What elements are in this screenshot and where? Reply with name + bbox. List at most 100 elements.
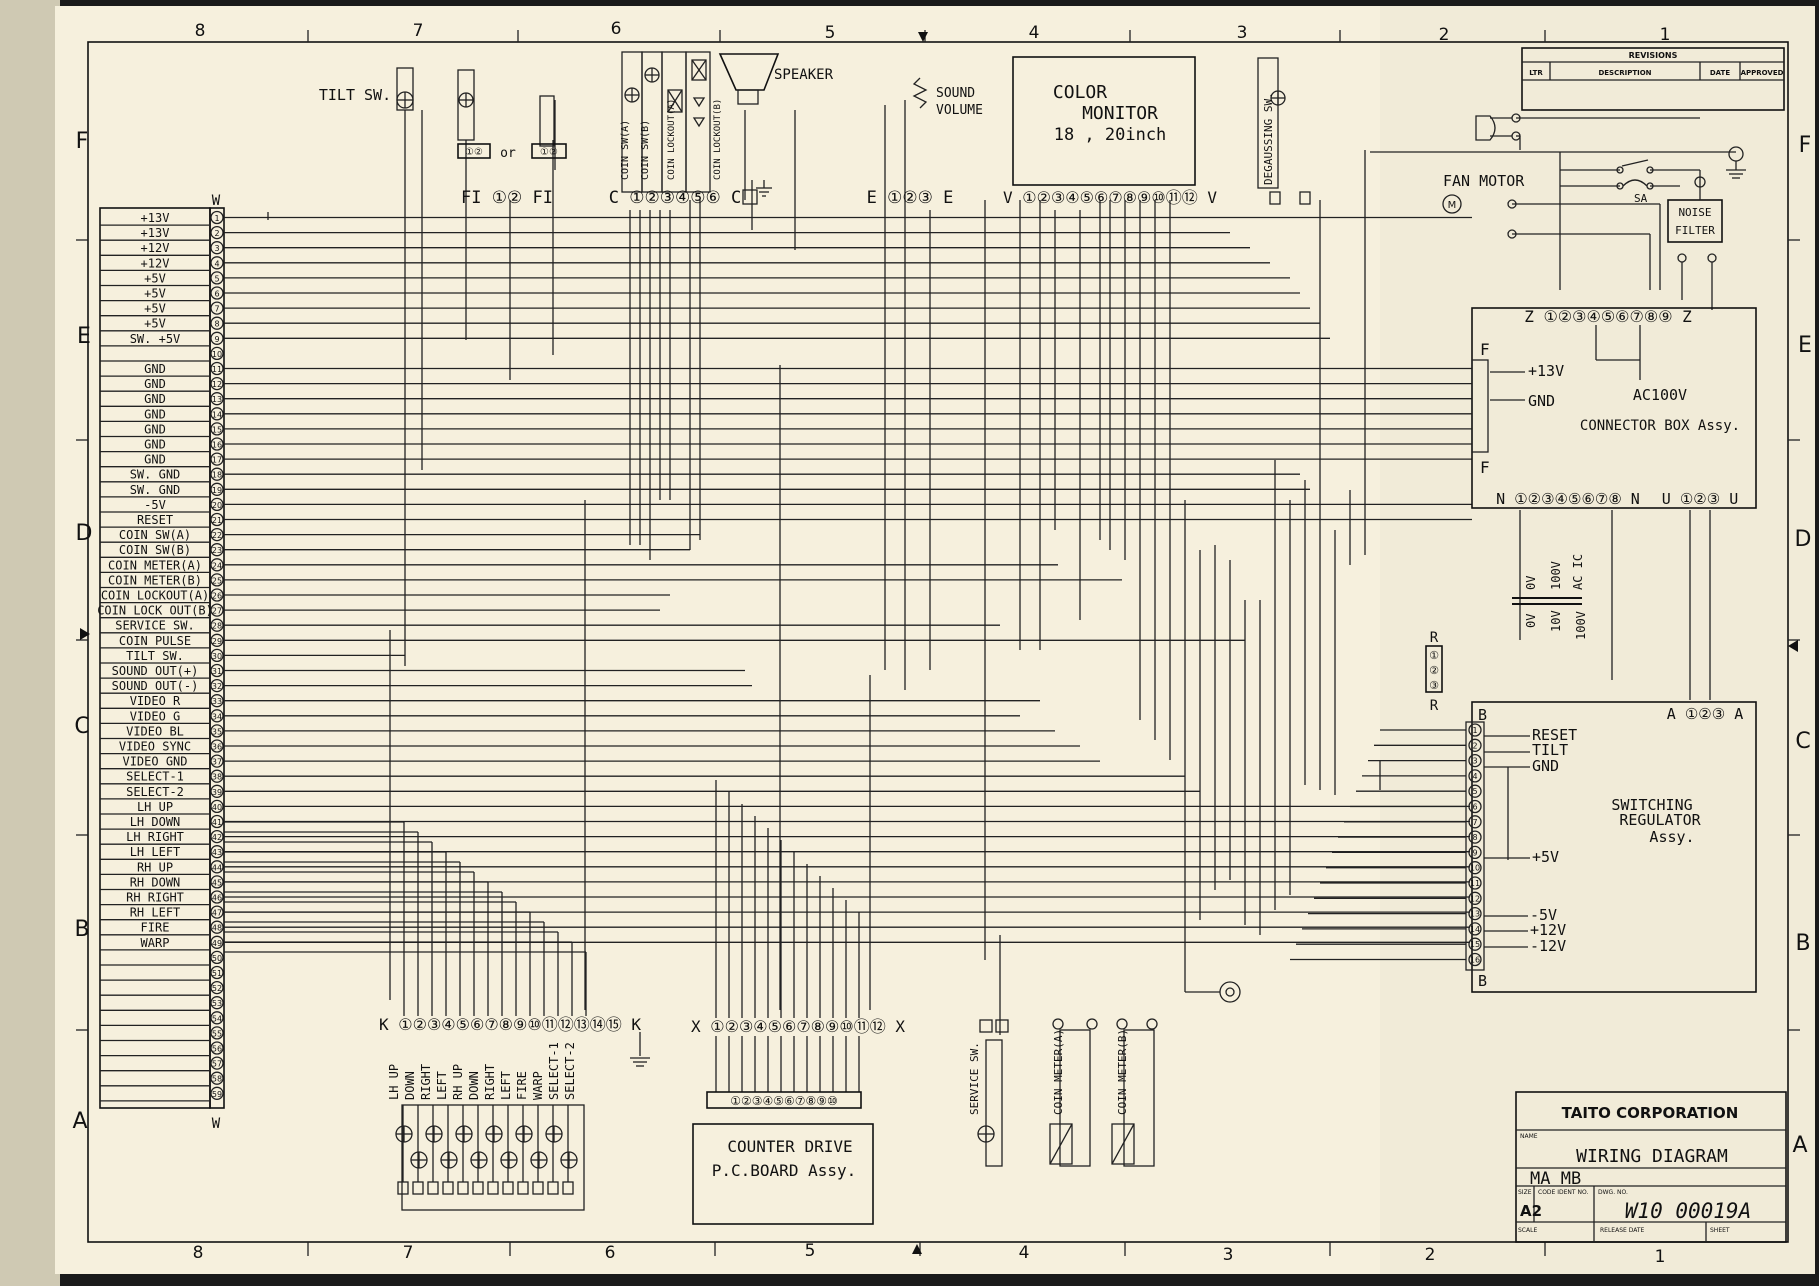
k-control-label: WARP xyxy=(531,1071,545,1100)
right-power-wires xyxy=(1370,117,1736,310)
w-pin xyxy=(210,392,224,406)
coin-meter-a: COIN METER(A) xyxy=(1049,1018,1098,1167)
col-top-2: 2 xyxy=(1439,25,1450,45)
sr-pin-number: 6 xyxy=(1472,803,1477,812)
w-pin xyxy=(210,603,224,617)
f-letter-bottom: F xyxy=(1480,458,1490,477)
fan-motor-label: FAN MOTOR xyxy=(1443,172,1525,190)
w-pin-label: SW. GND xyxy=(130,483,181,497)
w-pin xyxy=(210,1026,224,1040)
center-arrow-top xyxy=(918,32,928,42)
sr-pin-number: 2 xyxy=(1472,741,1477,750)
w-pin-number: 2 xyxy=(214,229,219,238)
w-pin-column: 1234567891011121314151617181920212223242… xyxy=(210,210,224,1100)
w-pin xyxy=(210,452,224,466)
switching-label-3: Assy. xyxy=(1649,828,1694,846)
sr-pin xyxy=(1468,906,1482,921)
x-connector: X ①②③④⑤⑥⑦⑧⑨⑩⑪⑫ X xyxy=(691,1017,905,1036)
w-pin-number: 8 xyxy=(214,320,219,329)
w-pin-number: 9 xyxy=(214,335,219,344)
b-letter-bottom: B xyxy=(1478,972,1487,990)
vertical-wires xyxy=(267,100,1381,1035)
gnd-label: GND xyxy=(1528,392,1555,410)
sr-pin-number: 9 xyxy=(1472,848,1477,857)
w-pin xyxy=(210,225,224,240)
p5v-label: +5V xyxy=(1532,848,1559,866)
revisions-description: DESCRIPTION xyxy=(1598,69,1651,77)
col-top-6: 6 xyxy=(611,19,622,39)
page-fold-right xyxy=(1380,6,1815,1274)
w-pin-number: 4 xyxy=(214,259,219,268)
p12v-label: +12V xyxy=(1530,921,1566,939)
r-letter-top: R xyxy=(1430,630,1439,646)
name-label: NAME xyxy=(1520,1133,1538,1140)
col-bottom-5: 5 xyxy=(805,1241,816,1261)
w-pin-number: 7 xyxy=(214,305,219,314)
k-control-switches xyxy=(395,1104,585,1211)
w-pin xyxy=(210,361,224,376)
sr-pin xyxy=(1468,952,1482,967)
k-control-label: RIGHT xyxy=(419,1064,433,1100)
w-pin-label: VIDEO GND xyxy=(122,755,187,769)
sr-pin xyxy=(1468,922,1482,936)
w-pin xyxy=(210,935,224,949)
w-pin xyxy=(210,678,224,693)
w-pin-label: +13V xyxy=(141,211,170,225)
w-pin-number: 17 xyxy=(212,456,222,465)
col-top-1: 1 xyxy=(1660,25,1671,45)
w-pin-label: VIDEO SYNC xyxy=(119,740,191,754)
w-pin xyxy=(210,1071,224,1085)
w-pin-label: GND xyxy=(144,422,166,436)
speaker-label: SPEAKER xyxy=(774,67,834,83)
degaussing-label: DEGAUSSING SW. xyxy=(1262,92,1275,185)
sr-pin xyxy=(1468,845,1482,860)
w-pin xyxy=(210,376,224,391)
w-pin-label: SERVICE SW. xyxy=(115,619,194,633)
w-pin-number: 40 xyxy=(212,803,222,812)
w-pin xyxy=(210,588,224,602)
color-monitor: COLOR MONITOR 18 , 20inch xyxy=(1012,56,1196,186)
sr-pin-number: 14 xyxy=(1470,925,1480,934)
w-letter-top: W xyxy=(212,193,221,209)
w-pin xyxy=(210,422,224,436)
svg-text:②: ② xyxy=(1429,664,1439,677)
svg-text:X ①②③④⑤⑥⑦⑧⑨⑩⑪⑫ X: X ①②③④⑤⑥⑦⑧⑨⑩⑪⑫ X xyxy=(691,1017,905,1036)
company-name: TAITO CORPORATION xyxy=(1562,1104,1739,1122)
u-connector: U ①②③ U xyxy=(1662,490,1738,508)
w-pin xyxy=(210,256,224,270)
k-control-label: SELECT-1 xyxy=(547,1042,561,1100)
w-pin-label: COIN METER(B) xyxy=(108,573,202,587)
w-pin xyxy=(210,724,224,738)
e-connector: E ①②③ E xyxy=(867,188,954,208)
binding-strip xyxy=(0,0,60,1286)
sr-pin-number: 15 xyxy=(1470,940,1480,949)
svg-text:K ①②③④⑤⑥⑦⑧⑨⑩⑪⑫⑬⑭⑮ K: K ①②③④⑤⑥⑦⑧⑨⑩⑪⑫⑬⑭⑮ K xyxy=(379,1015,641,1034)
w-pin xyxy=(210,663,224,678)
speaker: SPEAKER xyxy=(718,53,834,105)
coin-meter-b: COIN METER(B) xyxy=(1111,1018,1158,1167)
sr-pin-number: 8 xyxy=(1472,833,1477,842)
c-connector: C ①②③④⑤⑥ C xyxy=(609,188,741,208)
sr-pin-number: 11 xyxy=(1470,879,1480,888)
svg-text:C ①②③④⑤⑥ C: C ①②③④⑤⑥ C xyxy=(609,188,741,208)
w-pin xyxy=(210,905,224,919)
w-pin-number: 11 xyxy=(212,365,222,374)
ground-terminal xyxy=(1184,960,1241,1003)
sr-pin-number: 10 xyxy=(1470,864,1480,873)
center-arrow-bottom xyxy=(912,1244,922,1254)
ground-symbols-top xyxy=(742,180,772,205)
sr-pin xyxy=(1468,861,1482,875)
w-pin xyxy=(210,860,224,874)
column-labels-top: 8 7 6 5 4 3 2 1 xyxy=(195,19,1671,45)
w-pin-number: 25 xyxy=(212,576,222,585)
k-control-label: LEFT xyxy=(435,1071,449,1100)
w-pin-number: 54 xyxy=(212,1014,222,1023)
tilt-label: TILT xyxy=(1532,741,1568,759)
w-pin-label: +12V xyxy=(141,241,170,255)
w-pin-number: 41 xyxy=(212,818,222,827)
w-pin-number: 59 xyxy=(212,1090,222,1099)
w-pin-number: 46 xyxy=(212,894,222,903)
w-pin xyxy=(210,527,224,542)
w-pin-label: SELECT-2 xyxy=(126,785,184,799)
col-bottom-1: 1 xyxy=(1655,1247,1666,1267)
